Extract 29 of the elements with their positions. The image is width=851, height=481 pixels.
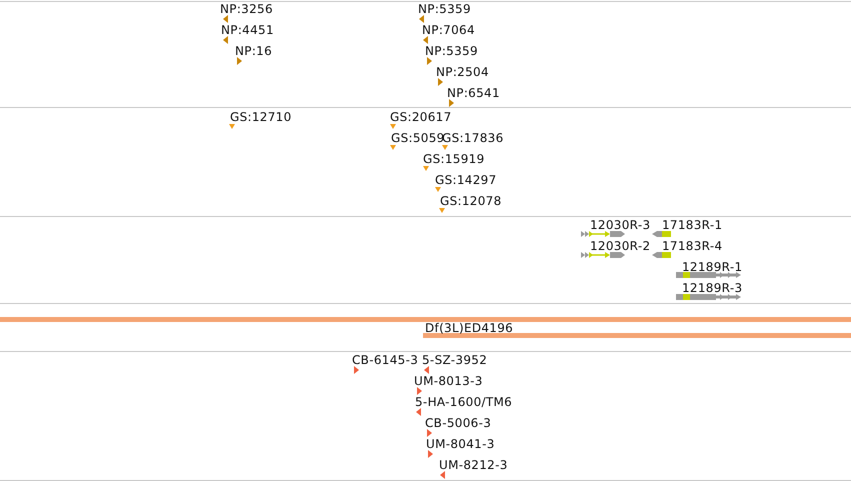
- transcript-label: 12189R-3: [682, 281, 742, 295]
- feature-label: GS:20617: [390, 110, 452, 124]
- feature-label: NP:5359: [418, 2, 471, 16]
- stock-label: CB-5006-3: [425, 416, 492, 430]
- transcript-label: 12030R-2: [590, 239, 650, 253]
- stock-label: CB-6145-3: [352, 353, 418, 367]
- feature-label: NP:2504: [436, 65, 489, 79]
- feature-label: NP:16: [235, 44, 272, 58]
- transcript-label: 17183R-4: [662, 239, 722, 253]
- transcript-label: 12030R-3: [590, 218, 650, 232]
- feature-label: NP:5359: [425, 44, 478, 58]
- stock-label: UM-8041-3: [426, 437, 495, 451]
- feature-label: GS:17836: [442, 131, 504, 145]
- deficiency-label: Df(3L)ED4196: [425, 321, 514, 335]
- transcript-label: 12189R-1: [682, 260, 742, 274]
- feature-label: GS:14297: [435, 173, 497, 187]
- transcript-label: 17183R-1: [662, 218, 722, 232]
- stock-label: 5-SZ-3952: [422, 353, 488, 367]
- feature-label: NP:3256: [220, 2, 273, 16]
- stock-label: 5-HA-1600/TM6: [415, 395, 512, 409]
- feature-label: GS:15919: [423, 152, 485, 166]
- feature-label: GS:12078: [440, 194, 502, 208]
- feature-label: NP:7064: [422, 23, 475, 37]
- stock-label: UM-8212-3: [439, 458, 508, 472]
- stock-label: UM-8013-3: [414, 374, 483, 388]
- feature-label: GS:5059: [391, 131, 445, 145]
- feature-label: GS:12710: [230, 110, 292, 124]
- feature-label: NP:4451: [221, 23, 274, 37]
- feature-label: NP:6541: [447, 86, 500, 100]
